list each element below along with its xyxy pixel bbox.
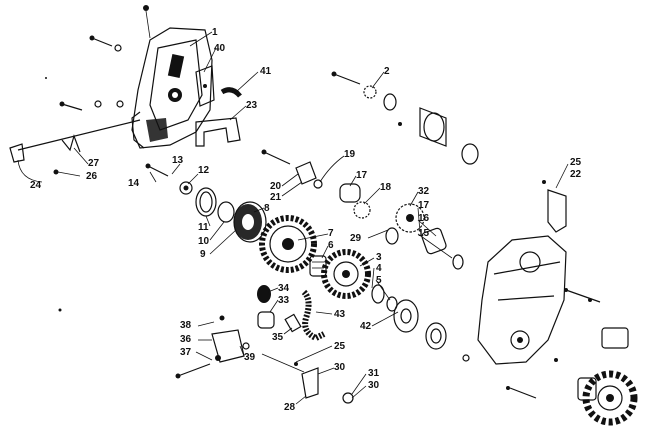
- callout-12: 12: [198, 165, 210, 176]
- callout-19: 19: [344, 149, 356, 160]
- callout-38: 38: [180, 320, 192, 331]
- callout-24: 24: [30, 180, 42, 191]
- leader-lines: [17, 31, 569, 405]
- middle-right-parts: [58, 298, 592, 399]
- callout-labels: 1 40 41 23 27 24 26 13 12 14 11 10 9 8 2…: [30, 27, 582, 413]
- callout-35: 35: [272, 332, 284, 343]
- callout-31: 31: [368, 368, 380, 379]
- callout-34: 34: [278, 283, 290, 294]
- callout-39: 39: [244, 352, 256, 363]
- callout-30a: 30: [334, 362, 346, 373]
- callout-2: 2: [384, 66, 390, 77]
- callout-3: 3: [376, 252, 382, 263]
- callout-6: 6: [328, 240, 334, 251]
- callout-18: 18: [380, 182, 392, 193]
- cover-plate-40: [195, 65, 215, 107]
- callout-25a: 25: [570, 157, 582, 168]
- callout-8: 8: [264, 203, 270, 214]
- callout-7: 7: [328, 228, 334, 239]
- bracket-23: [195, 117, 241, 147]
- callout-29: 29: [350, 233, 362, 244]
- callout-9: 9: [200, 249, 206, 260]
- gear-3: [321, 249, 371, 299]
- callout-14: 14: [128, 178, 140, 189]
- drive-chain-43: [301, 289, 326, 342]
- callout-41: 41: [260, 66, 272, 77]
- callout-25b: 25: [334, 341, 346, 352]
- plate-22: [542, 180, 567, 233]
- callout-10: 10: [198, 236, 210, 247]
- lower-linkage-28-31: [261, 353, 354, 404]
- callout-23: 23: [246, 100, 258, 111]
- callout-4: 4: [376, 263, 382, 274]
- lower-small-parts: [257, 285, 302, 333]
- callout-28: 28: [284, 402, 296, 413]
- screws-upper-left: [45, 35, 124, 175]
- spring-group: [145, 163, 267, 243]
- callout-1: 1: [212, 27, 218, 38]
- callout-40: 40: [214, 43, 226, 54]
- washers-4-5: [371, 284, 398, 312]
- top-shaft-assembly: [331, 71, 479, 165]
- callout-20: 20: [270, 181, 282, 192]
- callout-37: 37: [180, 347, 192, 358]
- callout-43: 43: [334, 309, 346, 320]
- callout-17a: 17: [356, 170, 368, 181]
- sprocket-hub-lower-right: [577, 370, 638, 426]
- sprocket-7: [259, 215, 317, 273]
- callout-16: 16: [418, 213, 430, 224]
- callout-5: 5: [376, 275, 382, 286]
- callout-26: 26: [86, 171, 98, 182]
- drive-cover: [131, 5, 213, 149]
- callout-15: 15: [418, 228, 430, 239]
- gasket-strip-41: [220, 87, 242, 98]
- hub-6: [309, 255, 327, 277]
- right-upper-gears: [385, 203, 464, 270]
- callout-27: 27: [88, 158, 100, 169]
- callout-21: 21: [270, 192, 282, 203]
- callout-33: 33: [278, 295, 290, 306]
- gear-case-housing: [477, 235, 629, 365]
- callout-17b: 17: [418, 200, 430, 211]
- linkage-rod-24: [9, 119, 141, 163]
- callout-42: 42: [360, 321, 372, 332]
- callout-22: 22: [570, 169, 582, 180]
- callout-36: 36: [180, 334, 192, 345]
- upper-shaft-parts: [261, 149, 371, 219]
- callout-11: 11: [198, 222, 209, 233]
- callout-30b: 30: [368, 380, 380, 391]
- callout-13: 13: [172, 155, 184, 166]
- callout-32: 32: [418, 186, 430, 197]
